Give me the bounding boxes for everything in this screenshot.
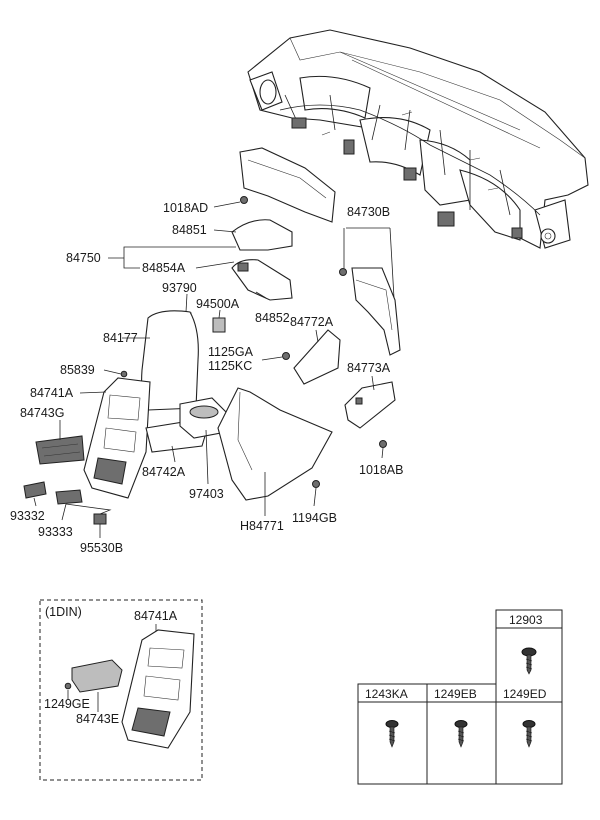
leader-lines xyxy=(33,201,395,538)
switch-93333 xyxy=(55,489,83,505)
fastener-table: 12903 1243KA 1249EB 1249ED xyxy=(357,609,563,785)
center-facia-84741A xyxy=(83,377,151,499)
callout-84743G: 84743G xyxy=(20,406,64,420)
callout-84852: 84852 xyxy=(255,311,290,325)
callout-84742A: 84742A xyxy=(142,465,186,479)
socket-95530B xyxy=(93,513,107,525)
screw-icon-1243KA xyxy=(385,720,399,748)
screw-icon-1249ED xyxy=(522,720,536,748)
callout-95530B: 95530B xyxy=(80,541,123,555)
callout-1125KC: 1125KC xyxy=(208,359,252,373)
panel-84772A xyxy=(293,329,341,385)
inset-callout-84741A: 84741A xyxy=(134,609,178,623)
clip-94500A xyxy=(212,317,226,333)
cover-84177 xyxy=(141,310,199,411)
screw-1018AB xyxy=(379,440,387,448)
bracket-84730B xyxy=(339,267,401,356)
callout-labels: 1018AD 84851 84750 84854A 84730B 93790 9… xyxy=(10,201,403,555)
callout-97403: 97403 xyxy=(189,487,224,501)
inset-screw-1249GE xyxy=(64,682,72,690)
column-shroud-lower xyxy=(231,259,293,301)
clip-85839 xyxy=(120,370,128,378)
callout-93332: 93332 xyxy=(10,509,45,523)
inset-switch-84743E xyxy=(71,659,123,693)
fastener-header-12903: 12903 xyxy=(509,613,543,627)
callout-1194GB: 1194GB xyxy=(292,511,337,525)
screw-icon-1249EB xyxy=(454,720,468,748)
callout-1125GA: 1125GA xyxy=(208,345,254,359)
cluster-facia xyxy=(239,147,336,223)
inset-label: (1DIN) xyxy=(45,605,82,619)
callout-84750: 84750 xyxy=(66,251,101,265)
fastener-header-1243KA: 1243KA xyxy=(365,687,408,701)
callout-84772A: 84772A xyxy=(290,315,334,329)
callout-94500A: 94500A xyxy=(196,297,240,311)
callout-93333: 93333 xyxy=(38,525,73,539)
switch-84743G xyxy=(35,435,85,465)
callout-84177: 84177 xyxy=(103,331,138,345)
callout-1018AB: 1018AB xyxy=(359,463,403,477)
callout-84730B: 84730B xyxy=(347,205,390,219)
callout-1018AD: 1018AD xyxy=(163,201,208,215)
screw-1018AD xyxy=(240,196,248,204)
inset-1din: (1DIN) 84741A 1249GE 84743E xyxy=(39,599,203,781)
inset-callout-84743E: 84743E xyxy=(76,712,119,726)
callout-84773A: 84773A xyxy=(347,361,391,375)
inset-callout-1249GE: 1249GE xyxy=(44,697,90,711)
column-shroud-upper xyxy=(231,219,293,251)
screw-1125GA xyxy=(282,352,290,360)
screw-icon-12903 xyxy=(521,647,537,675)
panel-84773A xyxy=(344,381,396,429)
fastener-header-1249ED: 1249ED xyxy=(503,687,547,701)
callout-84851: 84851 xyxy=(172,223,207,237)
fastener-header-1249EB: 1249EB xyxy=(434,687,477,701)
callout-85839: 85839 xyxy=(60,363,95,377)
console-side-H84771 xyxy=(217,387,333,501)
switch-93332 xyxy=(23,481,47,499)
screw-1194GB xyxy=(312,480,320,488)
callout-93790: 93790 xyxy=(162,281,197,295)
callout-84741A: 84741A xyxy=(30,386,74,400)
inset-frame xyxy=(39,599,203,781)
callout-H84771: H84771 xyxy=(240,519,284,533)
dashboard-panel xyxy=(247,29,589,249)
callout-84854A: 84854A xyxy=(142,261,186,275)
